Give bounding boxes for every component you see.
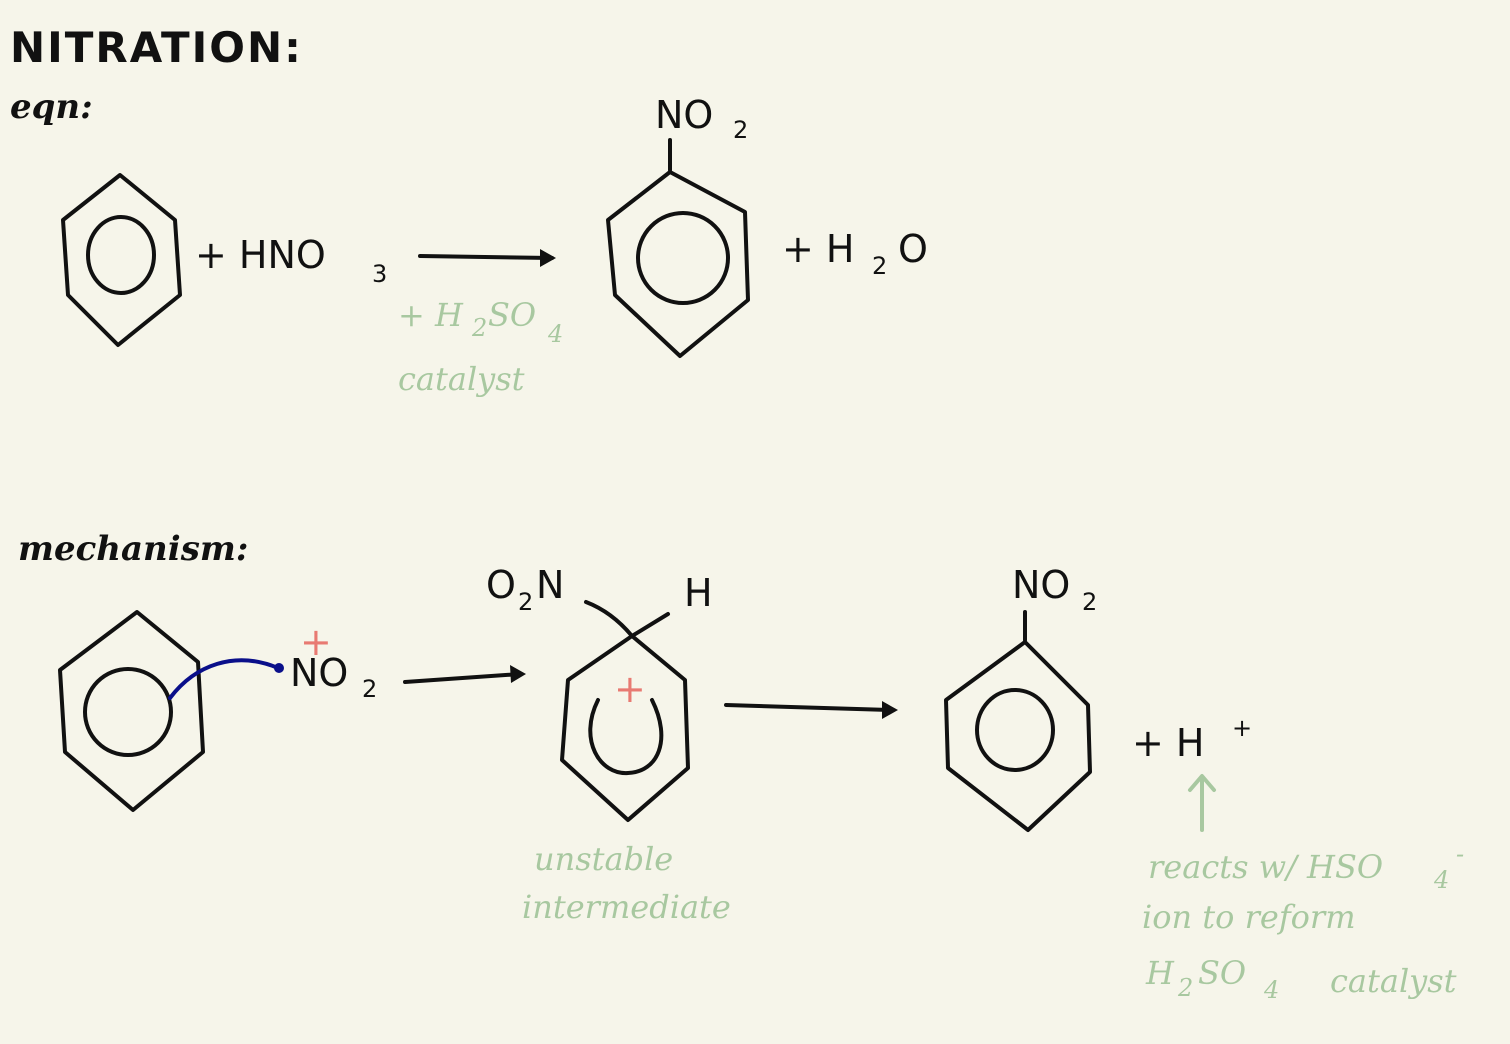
water-subscript: 2 bbox=[872, 252, 887, 280]
catalyst-h-subscript: 2 bbox=[471, 314, 487, 342]
intermediate-charge: + bbox=[614, 667, 646, 711]
intermediate-note: intermediate bbox=[522, 888, 731, 926]
nitronium-subscript: 2 bbox=[362, 675, 377, 703]
water-byproduct: + H bbox=[782, 227, 855, 271]
catalyst-h: + H bbox=[398, 296, 464, 334]
intermediate-o-subscript: 2 bbox=[518, 588, 533, 616]
proton-charge: + bbox=[1232, 714, 1252, 742]
equation-heading: eqn: bbox=[10, 87, 93, 127]
catalyst-note: + H 2 SO 4 catalyst bbox=[398, 296, 563, 398]
intermediate-hydrogen: H bbox=[684, 571, 713, 615]
note-so-subscript: 4 bbox=[1263, 976, 1279, 1004]
note-reacts-subscript: 4 bbox=[1433, 866, 1449, 894]
note-reacts: reacts w/ HSO bbox=[1148, 848, 1383, 886]
water-oxygen: O bbox=[898, 227, 928, 271]
curly-arrow-blue bbox=[168, 658, 280, 700]
proton-product: + H bbox=[1132, 721, 1205, 765]
proton-note-arrow bbox=[1188, 774, 1216, 832]
curly-arrow-head bbox=[274, 663, 284, 673]
note-so: SO bbox=[1198, 954, 1246, 992]
page-title: NITRATION: bbox=[10, 23, 303, 72]
benzene-reactant bbox=[61, 173, 182, 347]
nitrobenzene-product bbox=[606, 138, 750, 358]
unstable-note: unstable bbox=[534, 840, 673, 878]
note-h: H bbox=[1145, 954, 1175, 992]
intermediate-o: O bbox=[486, 563, 516, 607]
intermediate-n: N bbox=[536, 563, 564, 607]
note-h-subscript: 2 bbox=[1177, 974, 1193, 1002]
note-reacts-charge: - bbox=[1456, 840, 1464, 868]
nitric-acid-subscript: 3 bbox=[372, 260, 387, 288]
mechanism-arrow-1 bbox=[403, 665, 526, 684]
note-catalyst: catalyst bbox=[1330, 962, 1457, 1000]
catalyst-regeneration-note: reacts w/ HSO 4 - ion to reform H 2 SO 4… bbox=[1142, 840, 1464, 1004]
mechanism-product-nitro: NO bbox=[1012, 563, 1070, 607]
electrophile-charge: + bbox=[300, 620, 332, 664]
catalyst-so-subscript: 4 bbox=[547, 320, 563, 348]
mechanism-arrow-2 bbox=[724, 701, 898, 719]
note-reform: ion to reform bbox=[1142, 898, 1356, 936]
benzene-mechanism bbox=[58, 610, 205, 812]
catalyst-so: SO bbox=[488, 296, 536, 334]
catalyst-word: catalyst bbox=[398, 360, 525, 398]
product-nitro-subscript: 2 bbox=[733, 116, 748, 144]
arenium-intermediate bbox=[560, 600, 690, 822]
mechanism-heading: mechanism: bbox=[18, 529, 248, 569]
nitric-acid-reagent: + HNO bbox=[195, 233, 326, 277]
nitronium-electrophile: NO bbox=[290, 651, 348, 695]
nitrobenzene-mechanism-product bbox=[944, 610, 1092, 832]
equation-arrow bbox=[418, 249, 556, 267]
product-nitro-group: NO bbox=[655, 93, 713, 137]
mechanism-product-nitro-subscript: 2 bbox=[1082, 588, 1097, 616]
